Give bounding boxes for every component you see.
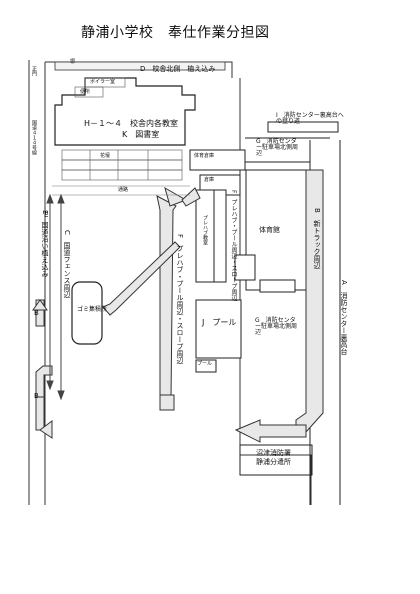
prefab-slope-label: F プレハブ・プール周辺・スロープ周辺 xyxy=(230,190,237,302)
prefab-and-pool xyxy=(195,189,242,373)
label-toilet: 便所 xyxy=(80,89,91,95)
label-boiler: ボイラー室 xyxy=(90,79,116,85)
garbage-label: ゴミ集積所 xyxy=(77,306,108,313)
gym-label: 体育館 xyxy=(259,226,280,234)
label-route: 国道４１４号線 xyxy=(31,120,37,155)
area-I-label: I 消防センター裏高台への登り道 xyxy=(276,112,344,125)
work-arrows xyxy=(32,169,324,443)
road-edges xyxy=(52,185,190,196)
fire-station-label: 沼津消防署 静浦分遣所 xyxy=(256,449,291,467)
letter-E: E xyxy=(44,211,49,219)
label-path: 通路 xyxy=(118,187,129,193)
area-B-label: B 新トラック周辺 xyxy=(313,208,321,269)
area-E-label: E 国道沿い植え込み xyxy=(41,210,49,278)
east-structures xyxy=(189,149,307,293)
letter-B-left: B xyxy=(34,309,39,317)
pool-annex-label: プール xyxy=(197,361,213,367)
label-garden: 花壇 xyxy=(100,153,111,159)
area-G-lower-label: G 消防センター駐車場北側周辺 xyxy=(255,317,298,336)
area-A-label: A 消防センター裏高台 xyxy=(340,280,348,355)
label-wall: 塀 xyxy=(70,59,76,65)
vertical-arrows xyxy=(46,193,65,401)
area-F-label: F プレハブ・プール周辺・スロープ周辺 xyxy=(176,234,184,365)
prefab-label: プレハブ教室 xyxy=(202,215,208,245)
garbage-station-box xyxy=(71,281,103,345)
page-title: 静浦小学校 奉仕作業分担図 xyxy=(81,25,270,41)
north-hedge-D xyxy=(54,61,226,71)
label-warehouse: 倉庫 xyxy=(204,177,215,183)
label-storage: 体育倉庫 xyxy=(194,153,215,159)
letter-B-bottom: B xyxy=(34,392,39,400)
label-gate: 正門 xyxy=(31,66,37,76)
area-H-label: H－１～４ 校舎内各教室 xyxy=(84,119,179,128)
area-K-label: K 図書室 xyxy=(122,130,160,139)
area-J-label: J プール xyxy=(202,318,237,327)
area-C-label: C 国道フェンス周辺 xyxy=(63,230,71,298)
area-D-label: D 校舎北側 植え込み xyxy=(140,65,216,73)
area-G-upper-label: G 消防センター駐車場北側周辺 xyxy=(256,138,299,157)
building-rooms xyxy=(61,77,183,181)
